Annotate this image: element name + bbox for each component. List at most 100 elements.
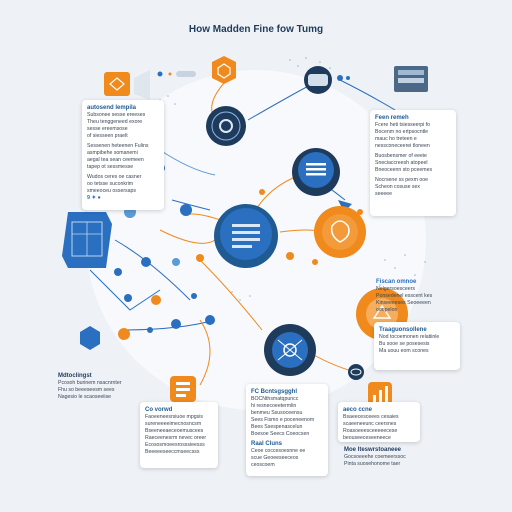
card-line: Bees Ssespenascelun bbox=[251, 424, 303, 430]
block-heading: Mdtoclingst bbox=[58, 373, 92, 379]
card-line: hi resnecoeetermlin bbox=[251, 403, 297, 409]
block-heading: Moe lteswrstoaneee bbox=[344, 447, 402, 453]
menu-icon bbox=[306, 163, 326, 166]
card-heading: Traaguonsollene bbox=[379, 327, 427, 333]
card-heading: Feen remeh bbox=[375, 115, 409, 121]
eye-icon bbox=[350, 368, 362, 376]
card-line: Buosbensmer of eeeie bbox=[375, 153, 427, 159]
triangle-icon bbox=[372, 304, 392, 319]
card-line: scaeeneeunc ceersnes bbox=[343, 421, 397, 427]
connector-line bbox=[159, 229, 216, 244]
card-line: Sees Fismo e poceneenom bbox=[251, 417, 315, 423]
hexagon-node bbox=[212, 56, 236, 84]
hexagon-icon bbox=[217, 63, 231, 79]
connector-line bbox=[89, 269, 161, 311]
block-line: ooopelon bbox=[376, 307, 398, 313]
arrow-icon bbox=[338, 200, 352, 212]
diagram-title: How Madden Fine fow Tumg bbox=[188, 24, 324, 35]
card-line: Sessenen heteenen Fulins bbox=[87, 143, 149, 149]
hexagon-node bbox=[80, 326, 100, 350]
gear-ring bbox=[211, 111, 241, 141]
block-line: Pcosoh burinem nsacnrnter bbox=[58, 380, 122, 386]
card-line: Nocrsene ss pexm ooe bbox=[375, 177, 429, 183]
block-line: Kinseeeeses Seoeeeen bbox=[376, 300, 431, 306]
link-node bbox=[196, 254, 204, 262]
card-line: sesse ereemsose bbox=[87, 126, 128, 132]
list-icon bbox=[232, 224, 260, 227]
card-line: Ma uouu eom scones bbox=[379, 348, 429, 354]
card-line: smeeoceu ossersaps bbox=[87, 188, 137, 194]
document-icon bbox=[176, 382, 190, 385]
card-line: Bneoceenn sto pceemes bbox=[375, 167, 433, 173]
card-line: of siesseen praelt bbox=[87, 133, 128, 139]
eye-node bbox=[348, 364, 364, 380]
block-heading: Fiscan omnoe bbox=[376, 279, 417, 285]
network-icon bbox=[283, 343, 297, 357]
card-heading: Co vorwd bbox=[145, 407, 173, 413]
link-bar bbox=[176, 71, 196, 77]
link-node bbox=[168, 72, 172, 76]
card-line: seeeee bbox=[375, 191, 393, 197]
orange-hub-disk bbox=[322, 214, 358, 250]
card-line: Ecososmoeesrosssieesss bbox=[145, 442, 205, 448]
info-block-right-mid: Fiscan omnoe Nelgersoesceers Ponsedenel … bbox=[376, 278, 446, 314]
gear-icon bbox=[219, 119, 233, 133]
leaf-icon bbox=[330, 220, 350, 243]
card-line: asmpibehe somanemi bbox=[87, 150, 138, 156]
card-heading: FC Bcntsgsgghl bbox=[251, 389, 297, 395]
card-line: Subsonee sesse ereeses bbox=[87, 112, 146, 118]
card-line: Beeeeeseeccmseecsss bbox=[145, 449, 200, 455]
card-line: nessconeceerei tloneen bbox=[375, 143, 430, 149]
connector-line bbox=[339, 79, 396, 111]
block-line: Fhu so beeeseesm sees bbox=[58, 387, 115, 393]
card-heading: aeco ccne bbox=[343, 407, 373, 413]
connector-line bbox=[159, 149, 216, 176]
connector-line bbox=[114, 239, 191, 301]
card-line: Bseeneeaeceoemuscees bbox=[145, 428, 204, 434]
card-line: Raeceenesrm nevec oreer bbox=[145, 435, 207, 441]
block-line: Ponsedenel esscent kes bbox=[376, 293, 433, 299]
block-line: Gocsoeeehe coemeerssoc bbox=[344, 454, 406, 460]
card-line: sureneeeeimecnosncsm bbox=[145, 421, 202, 427]
card-line: Boesoe Seecs Coeocsen bbox=[251, 431, 310, 437]
card-line: Theu tenggeneed exore bbox=[87, 119, 143, 125]
card-line: Faoeeneesrsiuoe mpgsis bbox=[145, 414, 203, 420]
card-line: Roasoeeesceeeeecese bbox=[343, 428, 398, 434]
card-subheading: Raal Cluns bbox=[251, 441, 283, 447]
card-line: Bocenm no ertpsocntle bbox=[375, 129, 429, 135]
connector-line bbox=[199, 259, 263, 331]
card-line: Wudos ceres oe casner bbox=[87, 174, 142, 180]
card-line: Bsaeecesceees cesaies bbox=[343, 414, 399, 420]
card-line: aegal tea sean ceemeen bbox=[87, 157, 144, 163]
process-block bbox=[104, 72, 130, 96]
card-line: beouseeceseeneece bbox=[343, 435, 391, 441]
card-line: Ceoe coccesoesnne ee bbox=[251, 448, 306, 454]
card-line: Fcere heti tsiesseerpi fo bbox=[375, 122, 431, 128]
link-node bbox=[346, 76, 350, 80]
card-line: oo tetsse suconkrim bbox=[87, 181, 134, 187]
card-line: Sneciaccreesh atopeel bbox=[375, 160, 428, 166]
connector-tab bbox=[134, 70, 150, 100]
link-node bbox=[357, 209, 363, 215]
link-node bbox=[286, 252, 294, 260]
info-card-right: Feen remeh Fcere heti tsiesseerpi fo Boc… bbox=[370, 110, 456, 216]
card-line: benmeu Ssusoceensu bbox=[251, 410, 303, 416]
card-line: mauc ho treteen e bbox=[375, 136, 417, 142]
card-line: Bu sooe se posesesis bbox=[379, 341, 430, 347]
device-icon bbox=[308, 74, 328, 86]
card-heading: autosend lempila bbox=[87, 105, 137, 111]
image-stripe bbox=[398, 70, 424, 75]
card-line: scue Geoeeseeceos bbox=[251, 455, 299, 461]
info-card-bottom-c: aeco ccne Bsaeecesceees cesaies scaeenee… bbox=[338, 402, 420, 442]
info-block-bottom-right: Moe lteswrstoaneee Gocsoeeehe coemeersso… bbox=[344, 446, 434, 468]
link-node bbox=[157, 71, 163, 77]
card-line: tapep ot sessmesse bbox=[87, 164, 134, 170]
link-node bbox=[180, 204, 192, 216]
card-line: Scheon cosuse sex bbox=[375, 184, 420, 190]
block-line: Nelgersoesceers bbox=[376, 286, 415, 292]
card-line: Nod tocoemonen relatiinle bbox=[379, 334, 440, 340]
info-card-left: autosend lempila Subsonee sesse ereeses … bbox=[82, 100, 164, 210]
connector-line bbox=[199, 319, 211, 386]
